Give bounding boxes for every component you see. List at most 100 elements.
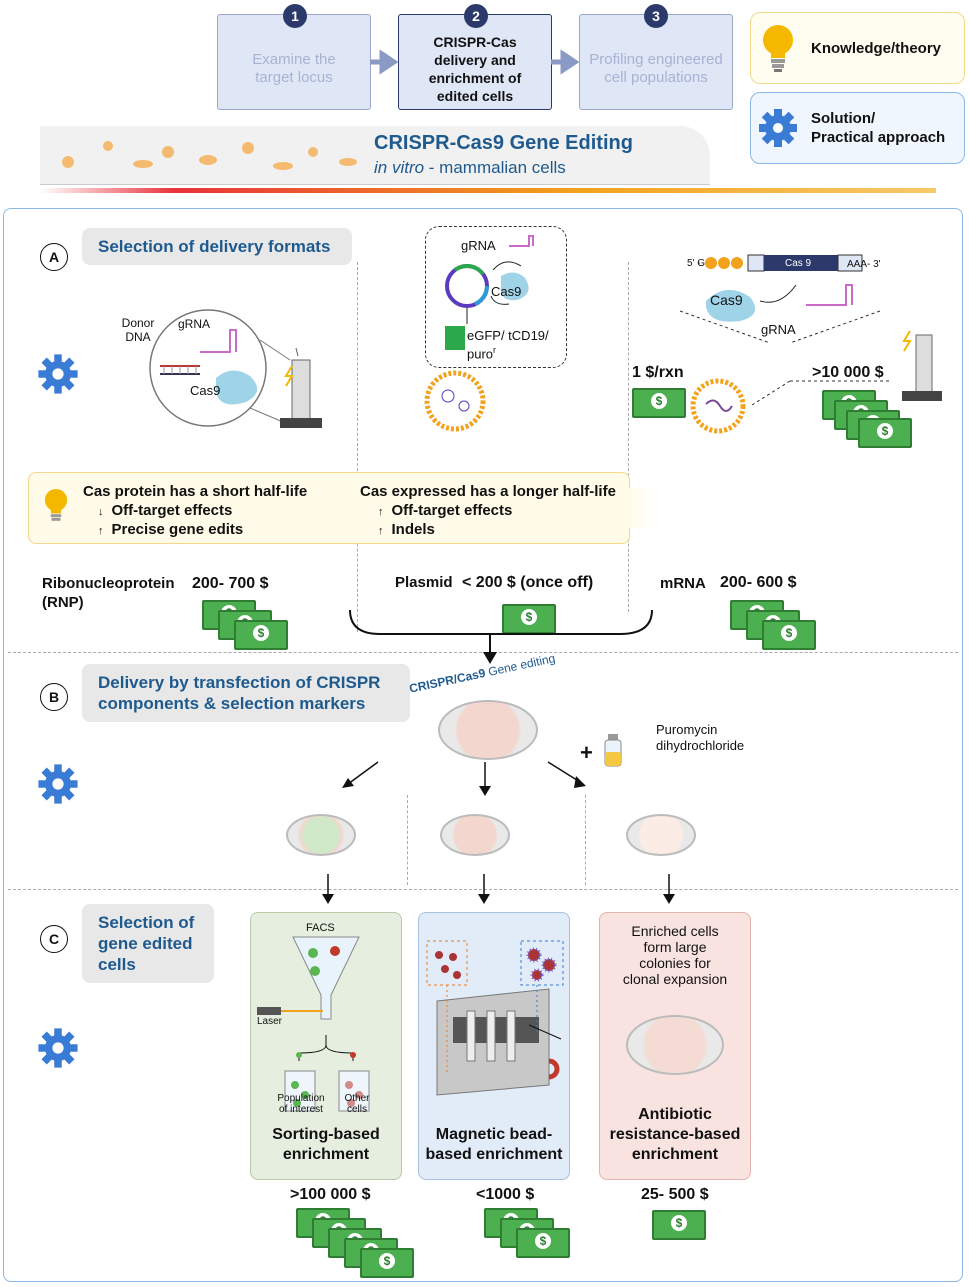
legend-knowledge: Knowledge/theory (750, 12, 965, 84)
antibiotic-desc-1: Enriched cells (631, 923, 719, 939)
step-3-label: Profiling engineered cell populations (589, 51, 723, 86)
lightbulb-icon (763, 25, 793, 72)
petri-dish-magnetic (440, 814, 510, 856)
rnp-illustration (149, 309, 322, 428)
petri-dish-antibiotic (626, 814, 696, 856)
antibiotic-desc-4: clonal expansion (622, 971, 728, 987)
drug-name-2: dihydrochloride (656, 738, 745, 753)
laser-label: Laser (257, 1016, 283, 1027)
antibiotic-box: Enriched cells form large colonies for c… (599, 912, 751, 1180)
divider-a-1 (357, 262, 358, 632)
knowledge-box-tail (628, 488, 654, 528)
banner-subtitle: in vitro - mammalian cells (374, 158, 566, 178)
branch-arrows (342, 761, 586, 796)
mrna-price-high: >10 000 $ (812, 364, 884, 381)
antibiotic-price: 25- 500 $ (641, 1186, 709, 1203)
pop-interest-label: Population of interest (273, 1093, 329, 1115)
section-b-label-1: Delivery by transfection of CRISPR (98, 673, 381, 692)
bill-icon (234, 620, 288, 650)
bill-icon (632, 388, 686, 418)
banner: CRISPR-Cas9 Gene Editing in vitro - mamm… (40, 126, 710, 185)
mrna-grna-label: gRNA (761, 322, 796, 337)
divider-b-1 (407, 795, 408, 885)
magnetic-box: Magnetic bead- based enrichment (418, 912, 570, 1180)
bill-icon (858, 418, 912, 448)
pop-interest-2: of interest (279, 1104, 323, 1115)
rnp-price: 200- 700 $ (192, 575, 269, 592)
section-c-label-3: cells (98, 955, 136, 974)
section-c-label-1: Selection of (98, 913, 195, 932)
section-a-letter: A (40, 243, 68, 271)
mrna-3prime: AAA- 3' (847, 259, 881, 270)
section-b-letter: B (40, 683, 68, 711)
step-1-label: Examine the target locus (252, 51, 336, 86)
section-c-label: Selection of gene edited cells (82, 904, 214, 983)
magnetic-illustration (426, 940, 564, 1096)
antibiotic-desc-3: colonies for (639, 955, 711, 971)
other-cells-2: cells (346, 1104, 367, 1115)
banner-cells-image (62, 141, 357, 170)
step-2-label: CRISPR-Cas delivery and enrichment of ed… (428, 34, 522, 104)
step-2-number: 2 (464, 4, 488, 28)
mrna-illustration (679, 254, 942, 406)
arrow-up-icon: ↑ (98, 525, 104, 537)
sorting-box: FACS Laser Population of interest Other … (250, 912, 402, 1180)
banner-subtitle-rest: - mammalian cells (424, 158, 566, 177)
arrow-up-icon: ↑ (378, 506, 384, 518)
mrna-price-low: 1 $/rxn (632, 364, 684, 381)
step-3-number: 3 (644, 4, 668, 28)
other-cells-label: Other cells (337, 1093, 377, 1115)
gear-icon-b (38, 764, 78, 804)
magnetic-title-1: Magnetic bead- (435, 1126, 553, 1143)
knowledge-right-title: Cas expressed has a longer half-life (360, 483, 616, 500)
banner-subtitle-italic: in vitro (374, 158, 425, 177)
antibiotic-title-3: enrichment (631, 1146, 719, 1163)
main-panel (3, 208, 963, 1282)
section-c-label-2: gene edited (98, 934, 193, 953)
antibiotic-title-1: Antibiotic (638, 1106, 712, 1123)
mrna-5prime: 5' G (687, 258, 706, 269)
rnp-name-1: Ribonucleoprotein (42, 575, 175, 592)
magnetic-title: Magnetic bead- based enrichment (419, 1125, 569, 1165)
other-cells-1: Other (344, 1093, 370, 1104)
divider-a-2 (628, 262, 629, 612)
legend-solution-label-2: Practical approach (811, 129, 946, 146)
mrna-liposome-image (690, 378, 746, 434)
antibiotic-desc-2: form large (643, 939, 707, 955)
rnp-name-2: (RNP) (42, 594, 84, 611)
merge-bracket-arrow (349, 609, 653, 664)
plasmid-marker-label: eGFP/ tCD19/ puror (467, 328, 562, 361)
rnp-cas9-label: Cas9 (190, 383, 221, 398)
gear-icon-c (38, 1028, 78, 1068)
knowledge-left-line2: ↑Precise gene edits (98, 521, 243, 538)
bill-icon (516, 1228, 570, 1258)
step-arrow-2 (551, 49, 580, 75)
mrna-cas9-label: Cas9 (710, 292, 743, 308)
legend-knowledge-label: Knowledge/theory (811, 39, 942, 57)
step-1-number: 1 (283, 4, 307, 28)
knowledge-left-title: Cas protein has a short half-life (83, 483, 308, 500)
plasmid-name: Plasmid (395, 574, 453, 591)
bill-icon (360, 1248, 414, 1278)
knowledge-left-line1: ↓Off-target effects (98, 502, 232, 519)
down-arrows-c (322, 874, 675, 904)
plasmid-liposome-image (424, 370, 486, 432)
banner-title: CRISPR-Cas9 Gene Editing (374, 132, 633, 154)
arrow-down-icon: ↓ (98, 506, 104, 518)
step-3-box: Profiling engineered cell populations (579, 14, 733, 110)
sorting-price: >100 000 $ (290, 1186, 371, 1203)
vial-icon (604, 734, 622, 767)
rnp-grna-label: gRNA (178, 317, 211, 331)
arrow-up-icon: ↑ (378, 525, 384, 537)
antibiotic-title: Antibiotic resistance-based enrichment (600, 1105, 750, 1165)
magnetic-title-2: based enrichment (425, 1146, 563, 1163)
knowledge-right-line1-text: Off-target effects (391, 502, 513, 519)
petri-dish-main (438, 700, 538, 760)
gear-icon-a (38, 354, 78, 394)
plasmid-grna-label: gRNA (461, 238, 496, 253)
step-arrow-1 (370, 49, 399, 75)
facs-label: FACS (306, 922, 335, 934)
sorting-title-2: enrichment (282, 1146, 370, 1163)
section-c-letter: C (40, 925, 68, 953)
knowledge-right-line2-text: Indels (391, 521, 435, 538)
